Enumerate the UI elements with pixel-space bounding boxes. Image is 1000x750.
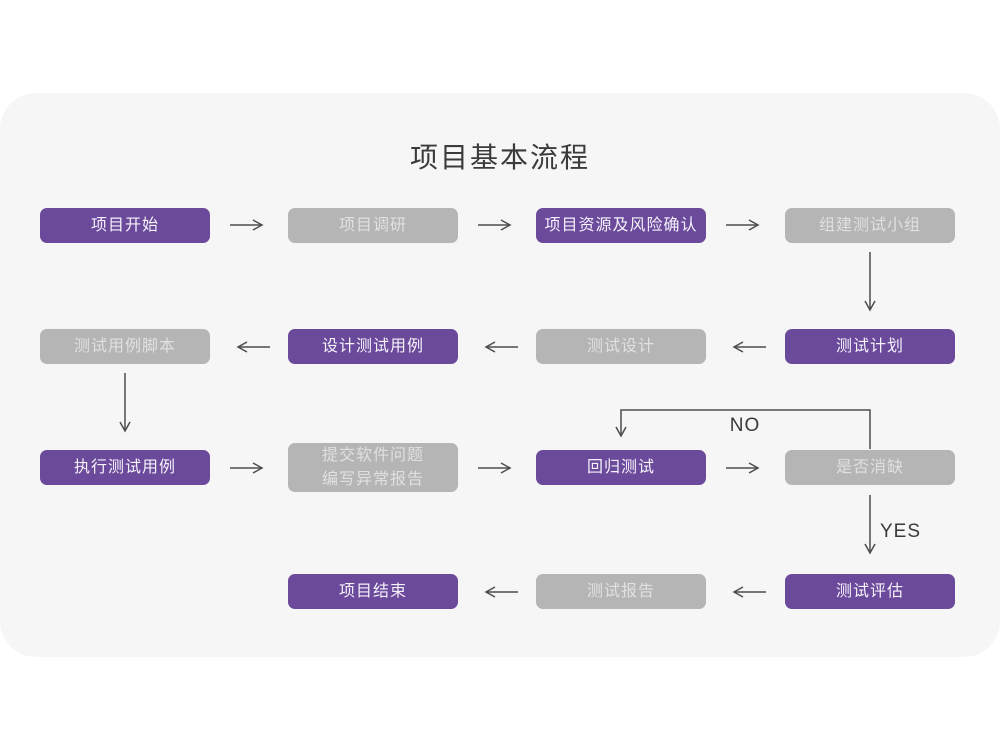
flow-node-project-end: 项目结束 (288, 574, 458, 609)
flow-node-design-test-cases: 设计测试用例 (288, 329, 458, 364)
flow-node-test-design: 测试设计 (536, 329, 706, 364)
flow-node-test-plan: 测试计划 (785, 329, 955, 364)
flow-node-test-case-script: 测试用例脚本 (40, 329, 210, 364)
yes-branch-label: YES (880, 521, 922, 542)
flow-node-form-test-team: 组建测试小组 (785, 208, 955, 243)
flow-node-regression-test: 回归测试 (536, 450, 706, 485)
flowchart-card (0, 93, 1000, 657)
flow-node-project-research: 项目调研 (288, 208, 458, 243)
diagram-title: 项目基本流程 (409, 142, 590, 173)
flow-node-project-start: 项目开始 (40, 208, 210, 243)
flow-node-test-evaluation: 测试评估 (785, 574, 955, 609)
flow-node-test-report: 测试报告 (536, 574, 706, 609)
no-branch-label: NO (729, 415, 761, 436)
flow-node-submit-issue-report: 提交软件问题 编写异常报告 (288, 443, 458, 492)
flow-node-resource-risk-confirm: 项目资源及风险确认 (536, 208, 706, 243)
flow-node-defect-cleared-decision: 是否消缺 (785, 450, 955, 485)
flow-node-execute-test-cases: 执行测试用例 (40, 450, 210, 485)
